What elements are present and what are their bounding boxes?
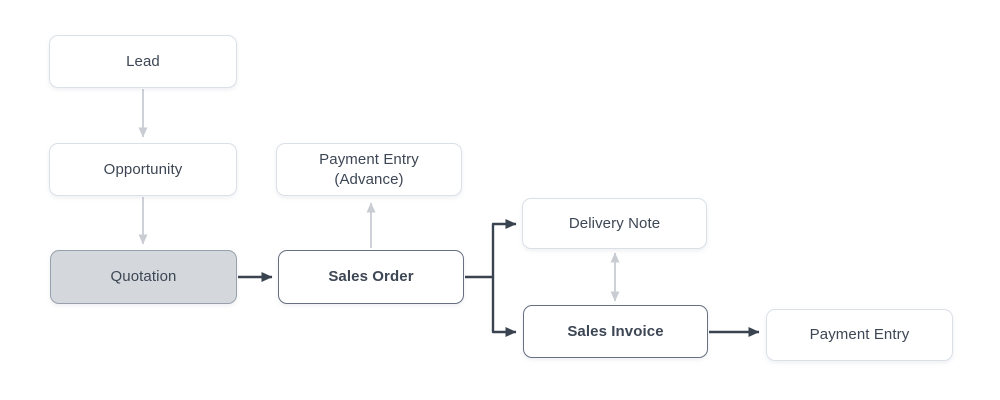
edge-sales-order-delivery-note (465, 219, 517, 279)
node-opportunity: Opportunity (49, 143, 237, 196)
node-payment-entry-advance: Payment Entry (Advance) (276, 143, 462, 196)
node-sales-invoice: Sales Invoice (523, 305, 708, 358)
node-lead-label: Lead (126, 52, 160, 70)
node-sales-invoice-label: Sales Invoice (567, 322, 664, 340)
node-quotation-label: Quotation (110, 268, 177, 286)
node-payment-entry-label: Payment Entry (809, 326, 910, 344)
node-quotation: Quotation (50, 250, 237, 304)
node-payment-entry-advance-label: Payment Entry (Advance) (319, 151, 419, 188)
node-sales-order: Sales Order (278, 250, 464, 304)
node-payment-entry: Payment Entry (766, 309, 953, 361)
node-opportunity-label: Opportunity (103, 160, 183, 178)
node-sales-order-label: Sales Order (328, 268, 414, 286)
node-delivery-note: Delivery Note (522, 198, 707, 249)
edge-sales-order-sales-invoice (491, 277, 517, 337)
node-lead: Lead (49, 35, 237, 88)
node-delivery-note-label: Delivery Note (568, 214, 661, 232)
